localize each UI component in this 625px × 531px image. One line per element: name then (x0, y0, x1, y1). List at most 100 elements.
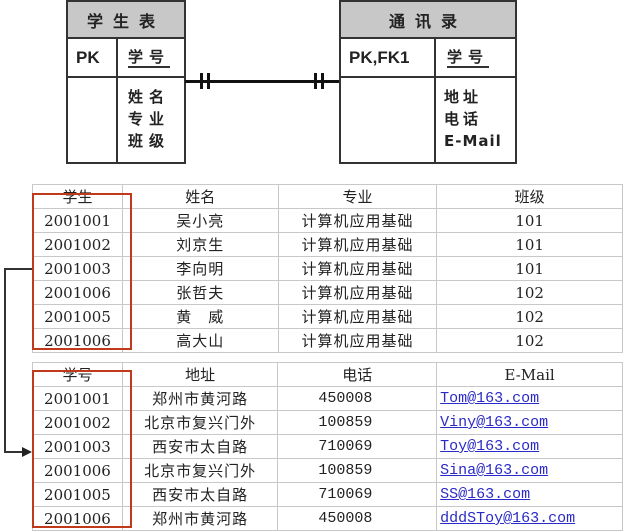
email-cell: Sina@163.com (436, 458, 623, 483)
table-header-row: 学生 姓名 专业 班级 (32, 184, 623, 209)
student-id-cell: 2001001 (32, 208, 123, 233)
student-id-cell: 2001001 (32, 386, 123, 411)
email-cell: SS@163.com (436, 482, 623, 507)
attribute: 电话 (444, 110, 483, 128)
entity-student-key-attribute: 学号 (128, 47, 171, 68)
phone-cell: 710069 (277, 434, 438, 459)
class-cell: 102 (436, 304, 623, 329)
major-cell: 计算机应用基础 (277, 328, 438, 353)
student-id-cell: 2001006 (32, 328, 123, 353)
table-row: 2001006 郑州市黄河路 450008 dddSToy@163.com (32, 506, 623, 531)
entity-student-pk-label: PK (76, 47, 100, 67)
major-cell: 计算机应用基础 (277, 232, 438, 257)
address-cell: 北京市复兴门外 (121, 410, 279, 435)
email-link[interactable]: Sina@163.com (440, 462, 549, 479)
column-header: 学生 (32, 184, 123, 209)
student-table: 学生 姓名 专业 班级 2001001 吴小亮 计算机应用基础 101 2001… (32, 184, 623, 353)
relationship-line (185, 80, 340, 83)
address-cell: 西安市太自路 (121, 482, 279, 507)
email-link[interactable]: dddSToy@163.com (440, 510, 576, 527)
class-cell: 101 (436, 256, 623, 281)
student-id-cell: 2001006 (32, 458, 123, 483)
table-row: 2001006 高大山 计算机应用基础 102 (32, 328, 623, 353)
name-cell: 刘京生 (121, 232, 279, 257)
cardinality-one-tick (314, 73, 317, 89)
entity-student: 学生表 PK 学号 姓名 专业 班级 (66, 0, 186, 164)
entity-student-title: 学生表 (68, 2, 184, 39)
table-row: 2001005 西安市太自路 710069 SS@163.com (32, 482, 623, 507)
email-link[interactable]: SS@163.com (440, 486, 531, 503)
attribute: E-Mail (444, 132, 502, 150)
phone-cell: 100859 (277, 458, 438, 483)
column-header: E-Mail (436, 362, 623, 387)
column-header: 姓名 (121, 184, 279, 209)
student-id-cell: 2001006 (32, 280, 123, 305)
name-cell: 高大山 (121, 328, 279, 353)
cardinality-one-tick (207, 73, 210, 89)
email-link[interactable]: Viny@163.com (440, 414, 549, 431)
contact-table: 学号 地址 电话 E-Mail 2001001 郑州市黄河路 450008 To… (32, 362, 623, 531)
student-id-cell: 2001005 (32, 482, 123, 507)
connector-line-top (4, 268, 32, 270)
column-header: 学号 (32, 362, 123, 387)
table-row: 2001002 刘京生 计算机应用基础 101 (32, 232, 623, 257)
email-link[interactable]: Tom@163.com (440, 390, 540, 407)
class-cell: 102 (436, 328, 623, 353)
name-cell: 张哲夫 (121, 280, 279, 305)
class-cell: 101 (436, 232, 623, 257)
phone-cell: 100859 (277, 410, 438, 435)
cardinality-one-tick (321, 73, 324, 89)
phone-cell: 450008 (277, 506, 438, 531)
class-cell: 102 (436, 280, 623, 305)
entity-contact-attributes: 地址 电话 E-Mail (444, 86, 502, 152)
attribute: 姓名 (128, 88, 171, 106)
student-id-cell: 2001002 (32, 232, 123, 257)
name-cell: 黄 威 (121, 304, 279, 329)
student-id-cell: 2001003 (32, 256, 123, 281)
student-id-cell: 2001006 (32, 506, 123, 531)
entity-student-key-row (68, 39, 184, 78)
entity-contact-key-row (341, 39, 515, 78)
address-cell: 郑州市黄河路 (121, 386, 279, 411)
table-row: 2001006 北京市复兴门外 100859 Sina@163.com (32, 458, 623, 483)
student-id-cell: 2001005 (32, 304, 123, 329)
student-id-cell: 2001002 (32, 410, 123, 435)
entity-contact-divider (434, 39, 436, 162)
email-cell: Toy@163.com (436, 434, 623, 459)
table-row: 2001002 北京市复兴门外 100859 Viny@163.com (32, 410, 623, 435)
connector-line-vertical (4, 268, 6, 453)
column-header: 班级 (436, 184, 623, 209)
address-cell: 北京市复兴门外 (121, 458, 279, 483)
table-row: 2001001 吴小亮 计算机应用基础 101 (32, 208, 623, 233)
address-cell: 郑州市黄河路 (121, 506, 279, 531)
address-cell: 西安市太自路 (121, 434, 279, 459)
student-id-cell: 2001003 (32, 434, 123, 459)
connector-line-bottom (4, 451, 24, 453)
phone-cell: 450008 (277, 386, 438, 411)
table-row: 2001006 张哲夫 计算机应用基础 102 (32, 280, 623, 305)
major-cell: 计算机应用基础 (277, 304, 438, 329)
table-row: 2001003 西安市太自路 710069 Toy@163.com (32, 434, 623, 459)
major-cell: 计算机应用基础 (277, 256, 438, 281)
column-header: 电话 (277, 362, 438, 387)
entity-contact-key-attribute: 学号 (447, 47, 490, 68)
attribute: 地址 (444, 88, 483, 106)
attribute: 班级 (128, 132, 171, 150)
major-cell: 计算机应用基础 (277, 208, 438, 233)
email-cell: Viny@163.com (436, 410, 623, 435)
arrow-right-icon (22, 447, 32, 457)
major-cell: 计算机应用基础 (277, 280, 438, 305)
email-link[interactable]: Toy@163.com (440, 438, 540, 455)
entity-student-divider (116, 39, 118, 162)
entity-contact-title: 通讯录 (341, 2, 515, 39)
entity-contact-pk-label: PK,FK1 (349, 47, 410, 67)
phone-cell: 710069 (277, 482, 438, 507)
table-header-row: 学号 地址 电话 E-Mail (32, 362, 623, 387)
email-cell: Tom@163.com (436, 386, 623, 411)
column-header: 地址 (121, 362, 279, 387)
column-header: 专业 (277, 184, 438, 209)
entity-student-attributes: 姓名 专业 班级 (128, 86, 170, 152)
table-row: 2001001 郑州市黄河路 450008 Tom@163.com (32, 386, 623, 411)
name-cell: 吴小亮 (121, 208, 279, 233)
attribute: 专业 (128, 110, 171, 128)
